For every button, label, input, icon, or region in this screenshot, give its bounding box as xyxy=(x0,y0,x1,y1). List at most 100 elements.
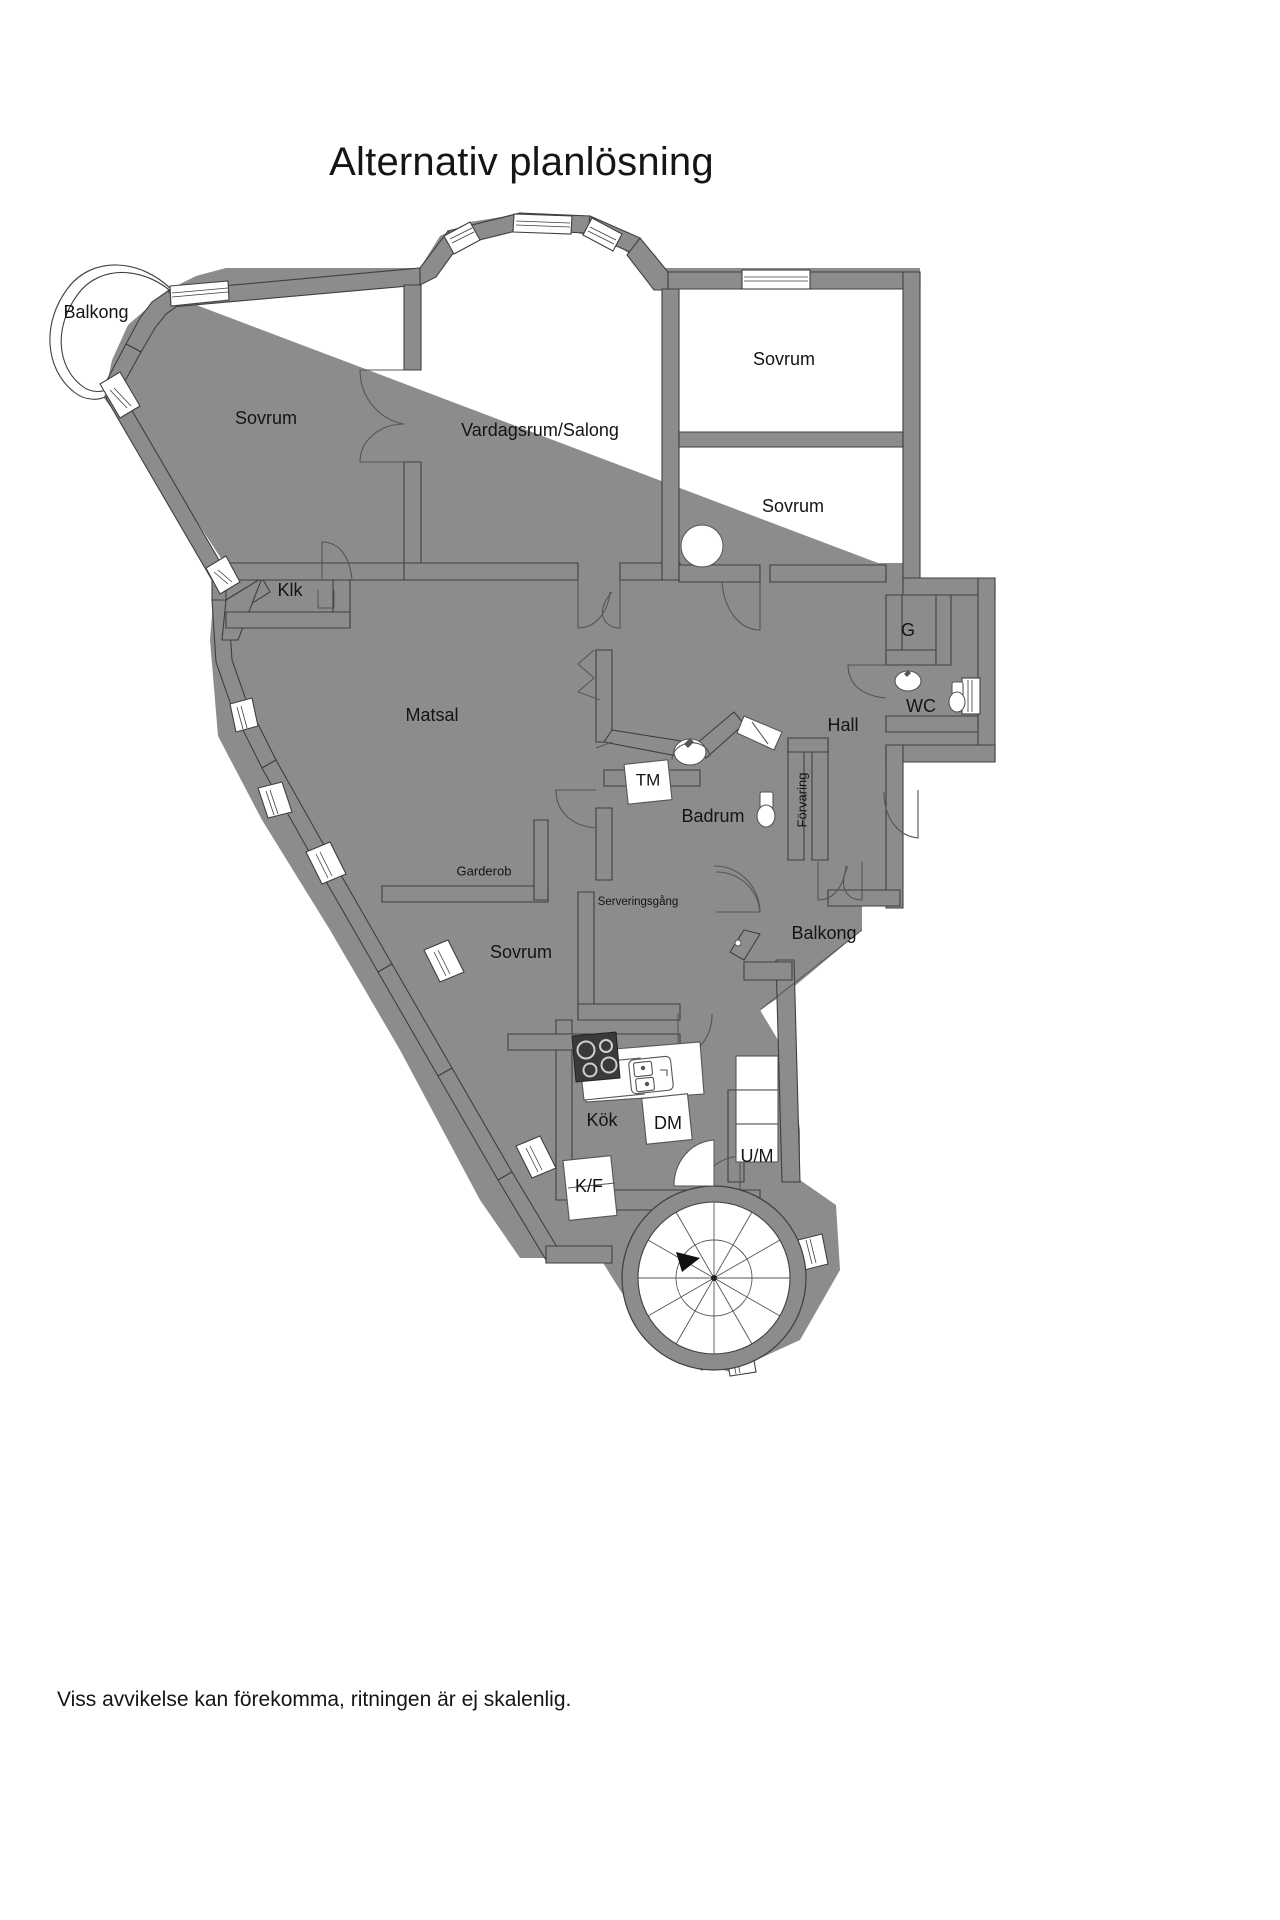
room-label-balkong-nw: Balkong xyxy=(63,302,128,322)
disclaimer-note: Viss avvikelse kan förekomma, ritningen … xyxy=(57,1688,572,1711)
window-nw-angled xyxy=(169,280,230,307)
wall-east-bedroom-bottom xyxy=(769,564,887,583)
window-bay-left xyxy=(443,221,481,255)
wall-g-bottom xyxy=(885,649,937,666)
wall-matsal-right xyxy=(595,649,613,743)
utility-cabinets xyxy=(735,1055,779,1163)
wall-living-bottom xyxy=(403,562,579,581)
matsal-notch xyxy=(577,649,601,701)
room-label-um: U/M xyxy=(741,1146,774,1166)
sink-badrum xyxy=(671,738,711,766)
room-label-klk: Klk xyxy=(277,580,303,600)
room-label-badrum: Badrum xyxy=(681,806,744,826)
wall-matsal-right-2 xyxy=(595,807,613,881)
wall-klk-top xyxy=(215,562,413,581)
window-west-3 xyxy=(257,781,293,819)
interior-floor xyxy=(183,231,905,563)
dishwasher-box xyxy=(641,1093,693,1145)
window-bay-right xyxy=(582,217,623,252)
door-living-matsal-b xyxy=(601,580,621,629)
wall-stair-right xyxy=(775,959,801,1183)
window-southwest-1 xyxy=(423,939,465,983)
room-label-kok: Kök xyxy=(586,1110,618,1130)
plan-detail-lines xyxy=(317,524,863,1011)
floor-plan-drawing: Balkong Sovrum Vardagsrum/Salong Sovrum … xyxy=(49,212,996,1377)
stair-treads xyxy=(638,1202,790,1354)
door-hall-entry xyxy=(883,790,919,839)
stove xyxy=(571,1031,621,1083)
wall-east-right xyxy=(977,577,996,763)
klk-shelf xyxy=(317,590,335,609)
stair-direction-arrow xyxy=(676,1252,700,1272)
sink-kok xyxy=(628,1055,674,1095)
balcony-nw-rail-outer xyxy=(49,264,173,400)
wall-bedroom-living xyxy=(403,284,422,371)
door-east-bedroom xyxy=(721,581,761,631)
wall-living-east xyxy=(661,288,680,581)
kitchen-fixtures xyxy=(562,1031,779,1221)
door-matsal-serv xyxy=(555,789,597,829)
window-west-1 xyxy=(205,555,241,595)
door-badrum xyxy=(715,871,761,913)
window-west-2 xyxy=(229,697,259,733)
sink-wc xyxy=(894,670,922,692)
window-bay-center xyxy=(512,213,573,235)
door-hall-balcony-b xyxy=(843,862,863,901)
window-stair-right xyxy=(797,1233,829,1271)
balcony-se-outline xyxy=(759,929,863,1011)
wall-wc-bottom xyxy=(885,715,979,733)
wall-east-bedroom-bottom2 xyxy=(678,564,761,583)
room-label-sovrum-s: Sovrum xyxy=(490,942,552,962)
door-living-matsal-a xyxy=(577,580,611,629)
wall-east-bedroom-split xyxy=(678,431,904,448)
balcony-se-dot xyxy=(734,939,742,947)
spiral-staircase xyxy=(621,1139,807,1371)
room-label-hall: Hall xyxy=(827,715,858,735)
stair-landing-door xyxy=(673,1139,715,1187)
room-label-sovrum-ne: Sovrum xyxy=(753,349,815,369)
toilet-wc xyxy=(948,681,966,713)
wall-garderob-right xyxy=(533,819,549,901)
wall-forvaring-top xyxy=(787,737,829,753)
window-west-4 xyxy=(305,841,347,885)
washing-machine-box xyxy=(623,759,673,805)
room-label-garderob: Garderob xyxy=(457,863,512,878)
page-title: Alternativ planlösning xyxy=(329,140,714,184)
room-label-matsal: Matsal xyxy=(405,705,458,725)
wall-klk-bottom xyxy=(225,611,351,629)
room-label-vardagsrum: Vardagsrum/Salong xyxy=(461,420,619,440)
wall-east-hall xyxy=(885,744,904,909)
wall-bedroom-living-2 xyxy=(403,461,422,581)
fridge-freezer xyxy=(562,1155,618,1221)
balcony-northwest xyxy=(49,264,177,400)
room-label-kf: K/F xyxy=(575,1176,603,1196)
wall-bay-5 xyxy=(626,237,669,291)
window-wc xyxy=(961,677,981,715)
room-label-dm: DM xyxy=(654,1113,682,1133)
wall-stair-top xyxy=(743,961,793,981)
window-balcony-nw-door xyxy=(99,371,141,419)
wall-east-upper xyxy=(902,271,921,581)
pillar-circle xyxy=(680,524,724,568)
wall-south-bottom xyxy=(545,1245,613,1264)
wall-strips xyxy=(105,212,996,1264)
room-labels: Balkong Sovrum Vardagsrum/Salong Sovrum … xyxy=(63,302,936,1196)
wall-forvaring-right xyxy=(811,737,829,861)
window-north-right xyxy=(741,269,811,290)
bathroom-fixtures xyxy=(623,670,966,911)
room-label-wc: WC xyxy=(906,696,936,716)
room-label-sovrum-nw: Sovrum xyxy=(235,408,297,428)
room-label-balkong-se: Balkong xyxy=(791,923,856,943)
wall-balkong-se-left xyxy=(729,929,761,961)
shower-badrum xyxy=(713,865,761,911)
room-label-forvaring: Förvaring xyxy=(794,773,809,828)
room-label-tm: TM xyxy=(636,770,661,789)
room-label-sovrum-e: Sovrum xyxy=(762,496,824,516)
door-bedroom-living-top xyxy=(359,369,405,425)
windows xyxy=(99,213,981,1377)
badrum-cabinet xyxy=(736,715,783,751)
wall-balkong-se-top xyxy=(827,889,901,907)
wall-g-right xyxy=(935,594,952,666)
wall-serv-left xyxy=(577,891,595,1021)
